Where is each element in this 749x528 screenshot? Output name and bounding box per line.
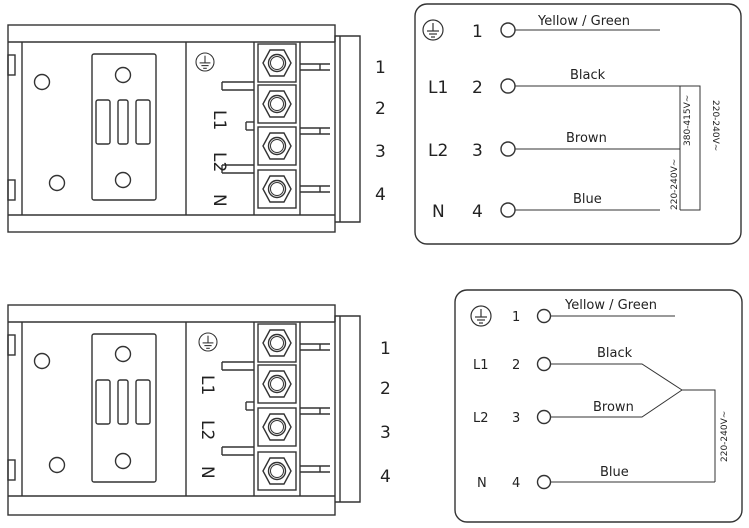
- voltage-label: 220-240V~: [720, 411, 730, 462]
- block-label-n: N: [209, 194, 229, 207]
- bridge-plate: [91, 53, 157, 201]
- terminal-number: 1: [380, 339, 391, 359]
- row-label: N: [432, 202, 445, 222]
- mounting-hole: [33, 73, 51, 91]
- row-label: N: [477, 476, 487, 491]
- wiring-diagram-bottom: 1 Yellow / Green L1 2 Black L2 3 Brown N…: [454, 289, 743, 523]
- row-number: 2: [472, 78, 483, 98]
- voltage-label: 220-240V~: [670, 159, 680, 210]
- terminal-number: 2: [380, 379, 391, 399]
- wire-label-blue: Blue: [573, 192, 602, 207]
- terminal-number: 3: [380, 423, 391, 443]
- terminal-number: 4: [375, 185, 386, 205]
- earth-icon: [470, 305, 492, 327]
- wire-label-brown: Brown: [566, 131, 607, 146]
- terminal-number: 4: [380, 467, 391, 487]
- block-label-l1: L1: [197, 375, 217, 395]
- terminal-block-bottom: [7, 304, 361, 516]
- wire-label-black: Black: [570, 68, 606, 83]
- row-number: 1: [512, 310, 520, 325]
- wire-label-blue: Blue: [600, 465, 629, 480]
- block-label-l2: L2: [209, 152, 229, 172]
- earth-icon: [422, 19, 444, 41]
- terminal-number: 1: [375, 58, 386, 78]
- earth-icon: [198, 332, 218, 352]
- wire-label-yellow-green: Yellow / Green: [537, 14, 630, 29]
- row-number: 4: [512, 476, 520, 491]
- block-label-l1: L1: [209, 110, 229, 130]
- row-number: 4: [472, 202, 483, 222]
- row-number: 1: [472, 22, 483, 42]
- block-label-l2: L2: [197, 420, 217, 440]
- row-label: L1: [428, 78, 448, 98]
- row-number: 2: [512, 358, 520, 373]
- wire-label-brown: Brown: [593, 400, 634, 415]
- mounting-hole: [48, 174, 66, 192]
- terminal-number: 3: [375, 142, 386, 162]
- mounting-hole: [33, 352, 51, 370]
- wiring-diagram-top: 1 Yellow / Green L1 2 Black L2 3 Brown N…: [414, 3, 742, 245]
- bridge-plate: [91, 333, 157, 483]
- row-label: L1: [473, 358, 489, 373]
- block-label-n: N: [197, 466, 217, 479]
- mounting-hole: [48, 456, 66, 474]
- row-label: L2: [473, 411, 489, 426]
- terminal-block-top: [7, 24, 361, 233]
- row-number: 3: [472, 141, 483, 161]
- wire-label-yellow-green: Yellow / Green: [564, 298, 657, 313]
- earth-icon: [195, 52, 215, 72]
- row-label: L2: [428, 141, 448, 161]
- voltage-label: 220-240V~: [710, 100, 720, 151]
- row-number: 3: [512, 411, 520, 426]
- wire-label-black: Black: [597, 346, 633, 361]
- voltage-label: 380-415V~: [683, 95, 693, 146]
- terminal-number: 2: [375, 99, 386, 119]
